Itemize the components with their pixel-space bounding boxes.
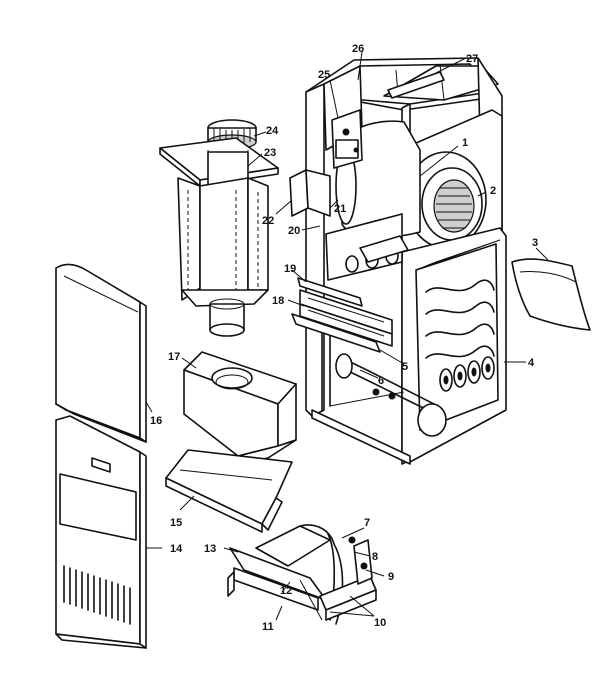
callout-labels: 1 2 3 4 5 6 7 8 9 10 11 12 13 14 15 16 1… bbox=[150, 43, 538, 633]
callout-18: 18 bbox=[272, 295, 284, 307]
base-pan bbox=[165, 449, 293, 533]
callout-21: 21 bbox=[334, 203, 346, 215]
callout-15: 15 bbox=[170, 517, 182, 529]
callout-20: 20 bbox=[288, 225, 300, 237]
vent-collector-assembly bbox=[159, 119, 331, 337]
callout-25: 25 bbox=[318, 69, 330, 81]
callout-4: 4 bbox=[528, 357, 535, 369]
callout-11: 11 bbox=[262, 621, 274, 633]
callout-7: 7 bbox=[364, 517, 370, 529]
door-louvers bbox=[63, 565, 131, 625]
upper-door-panel bbox=[55, 263, 147, 443]
blower-wheel-vanes bbox=[436, 187, 472, 229]
callout-13: 13 bbox=[204, 543, 216, 555]
callout-2: 2 bbox=[490, 185, 496, 197]
filter-rack-assembly bbox=[227, 524, 377, 625]
callout-10: 10 bbox=[374, 617, 386, 629]
callout-12: 12 bbox=[280, 585, 292, 597]
callout-24: 24 bbox=[266, 125, 279, 137]
leader-lines bbox=[145, 51, 549, 621]
callout-1: 1 bbox=[462, 137, 468, 149]
plenum-box bbox=[183, 351, 297, 463]
manifold-rail-assembly bbox=[291, 277, 393, 353]
furnace-cabinet bbox=[305, 57, 507, 465]
callout-17: 17 bbox=[168, 351, 180, 363]
callout-27: 27 bbox=[466, 53, 478, 65]
callout-8: 8 bbox=[372, 551, 378, 563]
side-panel-part-3 bbox=[511, 258, 591, 331]
lower-door-panel bbox=[55, 415, 147, 649]
callout-26: 26 bbox=[352, 43, 364, 55]
callout-16: 16 bbox=[150, 415, 162, 427]
callout-23: 23 bbox=[264, 147, 276, 159]
callout-14: 14 bbox=[170, 543, 183, 555]
callout-9: 9 bbox=[388, 571, 394, 583]
callout-6: 6 bbox=[378, 375, 384, 387]
callout-5: 5 bbox=[402, 361, 408, 373]
callout-3: 3 bbox=[532, 237, 538, 249]
callout-19: 19 bbox=[284, 263, 296, 275]
heat-exchanger-ports bbox=[439, 356, 495, 392]
callout-22: 22 bbox=[262, 215, 274, 227]
